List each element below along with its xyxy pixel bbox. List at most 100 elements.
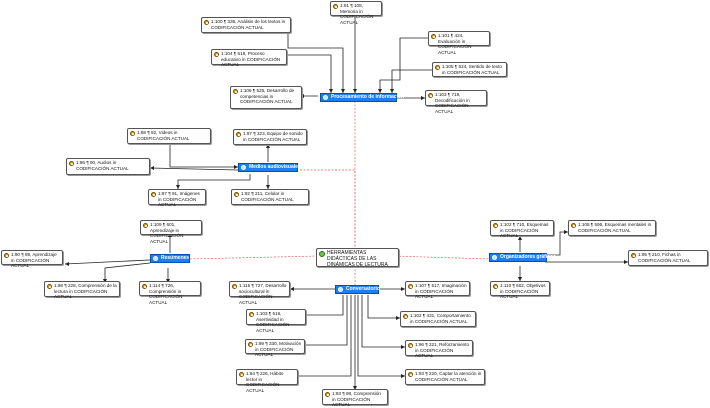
network-icon <box>319 251 325 257</box>
quote-celular[interactable]: 1:92 ¶ 211, Celular in CODIFICACIÓN ACTU… <box>231 189 309 205</box>
quotation-icon <box>408 343 413 348</box>
quote-asertividad[interactable]: 1:103 ¶ 516, Asertividad in CODIFICACIÓN… <box>246 309 306 333</box>
quotation-icon <box>435 65 440 70</box>
quote-text: 1:103 ¶ 719, Decodificación in CODIFICAC… <box>435 92 470 114</box>
quote-text: 1:105 ¶ 524, Sentido de texto in CODIFIC… <box>442 64 502 75</box>
quotation-icon <box>248 342 253 347</box>
quotation-icon <box>47 284 52 289</box>
quote-text: 1:103 ¶ 516, Asertividad in CODIFICACIÓN… <box>256 311 290 333</box>
quote-evaluacion[interactable]: 1:101 ¶ 424, Evaluación in CODIFICACIÓN … <box>428 31 490 55</box>
quote-captar-atencion[interactable]: 1:93 ¶ 220, Captar la atención in CODIFI… <box>405 369 485 385</box>
quote-text: 1:86 ¶ 90, Audios in CODIFICACIÓN ACTUAL <box>76 160 129 171</box>
quote-text: 1:106 ¶ 525, Desarrollo de competencias … <box>240 88 295 105</box>
quotation-icon <box>408 284 413 289</box>
quote-text: 1:88 ¶ 92, Videos in CODIFICACIÓN ACTUAL <box>137 130 190 141</box>
quote-text: 1:93 ¶ 220, Captar la atención in CODIFI… <box>415 371 482 382</box>
quote-text: 1:100 ¶ 336, Análisis de los textos in C… <box>211 19 286 30</box>
quote-text: 1:101 ¶ 424, Evaluación in CODIFICACIÓN … <box>438 33 472 55</box>
quote-comprension-lectura[interactable]: 1:98 ¶ 228, Comprensión de la lectura in… <box>44 281 120 300</box>
hub-link-resumen <box>189 255 319 260</box>
quote-text: 1:95 ¶ 210, Fichas in CODIFICACIÓN ACTUA… <box>638 252 691 263</box>
hub-link-org <box>391 255 491 260</box>
code-label: Conversatorio <box>346 286 380 292</box>
quote-text: 1:110 ¶ 602, Objetivos in CODIFICACIÓN A… <box>500 283 546 300</box>
quote-text: 1:97 ¶ 323, Equipo de sonido in CODIFICA… <box>243 131 303 142</box>
quote-esquemas-mentales[interactable]: 1:108 ¶ 595, Esquemas mentales in CODIFI… <box>568 220 656 236</box>
quote-text: 1:98 ¶ 228, Comprensión de la lectura in… <box>54 283 117 300</box>
quote-desarrollo-sociocultural[interactable]: 1:115 ¶ 727, Desarrollo sociocultural in… <box>229 281 290 305</box>
quotation-icon <box>143 223 148 228</box>
quote-habito-lector[interactable]: 1:94 ¶ 226, Hábito lector in CODIFICACIÓ… <box>236 369 298 393</box>
quote-motivacion[interactable]: 1:99 ¶ 330, Motivación in CODIFICACIÓN A… <box>245 339 305 358</box>
quote-audios[interactable]: 1:86 ¶ 90, Audios in CODIFICACIÓN ACTUAL <box>66 158 150 175</box>
quote-text: 1:91 ¶ 108, Memoria in CODIFICACIÓN ACTU… <box>340 3 374 25</box>
code-icon <box>153 256 158 261</box>
quote-text: 1:99 ¶ 330, Motivación in CODIFICACIÓN A… <box>255 341 302 358</box>
quote-text: 1:102 ¶ 710, Esquemas in CODIFICACIÓN AC… <box>500 222 549 239</box>
code-label: Organizadores gráficos <box>500 254 556 260</box>
quotation-icon <box>431 34 436 39</box>
quotation-icon <box>408 372 413 377</box>
quotation-icon <box>233 89 238 94</box>
quote-decodificacion[interactable]: 1:103 ¶ 719, Decodificación in CODIFICAC… <box>425 90 487 114</box>
quote-reforzamiento[interactable]: 1:96 ¶ 221, Reforzamiento in CODIFICACIÓ… <box>405 340 473 359</box>
quote-text: 1:94 ¶ 226, Hábito lector in CODIFICACIÓ… <box>246 371 284 393</box>
quotation-icon <box>130 131 135 136</box>
quotation-icon <box>142 284 147 289</box>
quote-desarrollo-competencias[interactable]: 1:106 ¶ 525, Desarrollo de competencias … <box>230 86 302 109</box>
quotation-icon <box>571 223 576 228</box>
quote-sentido-texto[interactable]: 1:105 ¶ 524, Sentido de texto in CODIFIC… <box>432 62 507 77</box>
code-procesamiento[interactable]: Procesamiento de información <box>320 93 404 102</box>
quote-text: 1:107 ¶ 517, Imaginación in CODIFICACIÓN… <box>415 283 467 300</box>
quote-text: 1:92 ¶ 211, Celular in CODIFICACIÓN ACTU… <box>241 191 294 202</box>
quotation-icon <box>236 132 241 137</box>
code-conversatorio[interactable]: Conversatorio <box>335 285 380 294</box>
hub-node[interactable]: HERRAMIENTAS DIDÁCTICAS DE LAS DINÁMICAS… <box>316 248 399 268</box>
quotation-icon <box>493 284 498 289</box>
quotation-icon <box>325 392 330 397</box>
code-resumenes[interactable]: Resúmenes <box>150 254 190 263</box>
quote-comprension-98[interactable]: 1:93 ¶ 98, Comprensión in CODIFICACIÓN A… <box>322 389 388 408</box>
quote-aprendizaje-601[interactable]: 1:109 ¶ 601, Aprendizaje in CODIFICACIÓN… <box>140 220 202 244</box>
quote-aprendizaje-89[interactable]: 1:90 ¶ 89, Aprendizaje in CODIFICACIÓN A… <box>1 250 63 268</box>
quotation-icon <box>232 284 237 289</box>
code-label: Medios audiovisuales <box>249 164 301 170</box>
quote-analisis[interactable]: 1:100 ¶ 336, Análisis de los textos in C… <box>201 17 291 33</box>
quote-text: 1:87 ¶ 91, Imágenes in CODIFICACIÓN ACTU… <box>158 191 200 208</box>
code-label: Procesamiento de información <box>331 94 405 100</box>
quote-equipo-sonido[interactable]: 1:97 ¶ 323, Equipo de sonido in CODIFICA… <box>233 129 307 145</box>
quotation-icon <box>234 192 239 197</box>
quote-esquemas[interactable]: 1:102 ¶ 710, Esquemas in CODIFICACIÓN AC… <box>490 220 554 239</box>
quotation-icon <box>493 223 498 228</box>
quote-text: 1:102 ¶ 431, Comportamiento in CODIFICAC… <box>410 313 471 324</box>
quote-imagenes[interactable]: 1:87 ¶ 91, Imágenes in CODIFICACIÓN ACTU… <box>148 189 206 208</box>
code-organizadores[interactable]: Organizadores gráficos <box>489 253 556 262</box>
quotation-icon <box>204 20 209 25</box>
quote-text: 1:93 ¶ 98, Comprensión in CODIFICACIÓN A… <box>332 391 381 408</box>
quote-text: 1:108 ¶ 595, Esquemas mentales in CODIFI… <box>578 222 652 233</box>
quotation-icon <box>249 312 254 317</box>
quotation-icon <box>428 93 433 98</box>
quote-imaginacion[interactable]: 1:107 ¶ 517, Imaginación in CODIFICACIÓN… <box>405 281 470 300</box>
quote-memoria[interactable]: 1:91 ¶ 108, Memoria in CODIFICACIÓN ACTU… <box>330 1 382 25</box>
code-label: Resúmenes <box>161 255 190 261</box>
quote-text: 1:115 ¶ 727, Desarrollo sociocultural in… <box>239 283 287 305</box>
quote-comportamiento[interactable]: 1:102 ¶ 431, Comportamiento in CODIFICAC… <box>400 311 476 327</box>
quote-objetivos[interactable]: 1:110 ¶ 602, Objetivos in CODIFICACIÓN A… <box>490 281 550 300</box>
quotation-icon <box>69 161 74 166</box>
hub-link-medios <box>300 169 356 250</box>
quotation-icon <box>239 372 244 377</box>
quote-videos[interactable]: 1:88 ¶ 92, Videos in CODIFICACIÓN ACTUAL <box>127 128 211 144</box>
quotation-icon <box>214 52 219 57</box>
quote-proceso-educativo[interactable]: 1:104 ¶ 518, Proceso educativo in CODIFI… <box>211 49 287 68</box>
hub-label: HERRAMIENTAS DIDÁCTICAS DE LAS DINÁMICAS… <box>327 250 388 268</box>
code-medios[interactable]: Medios audiovisuales <box>238 163 301 172</box>
quote-fichas[interactable]: 1:95 ¶ 210, Fichas in CODIFICACIÓN ACTUA… <box>628 250 708 266</box>
code-icon <box>241 165 246 170</box>
quote-text: 1:104 ¶ 518, Proceso educativo in CODIFI… <box>221 51 281 68</box>
quote-text: 1:114 ¶ 726, Comprensión in CODIFICACIÓN… <box>149 283 183 305</box>
quote-comprension-726[interactable]: 1:114 ¶ 726, Comprensión in CODIFICACIÓN… <box>139 281 201 305</box>
quote-text: 1:96 ¶ 221, Reforzamiento in CODIFICACIÓ… <box>415 342 470 359</box>
